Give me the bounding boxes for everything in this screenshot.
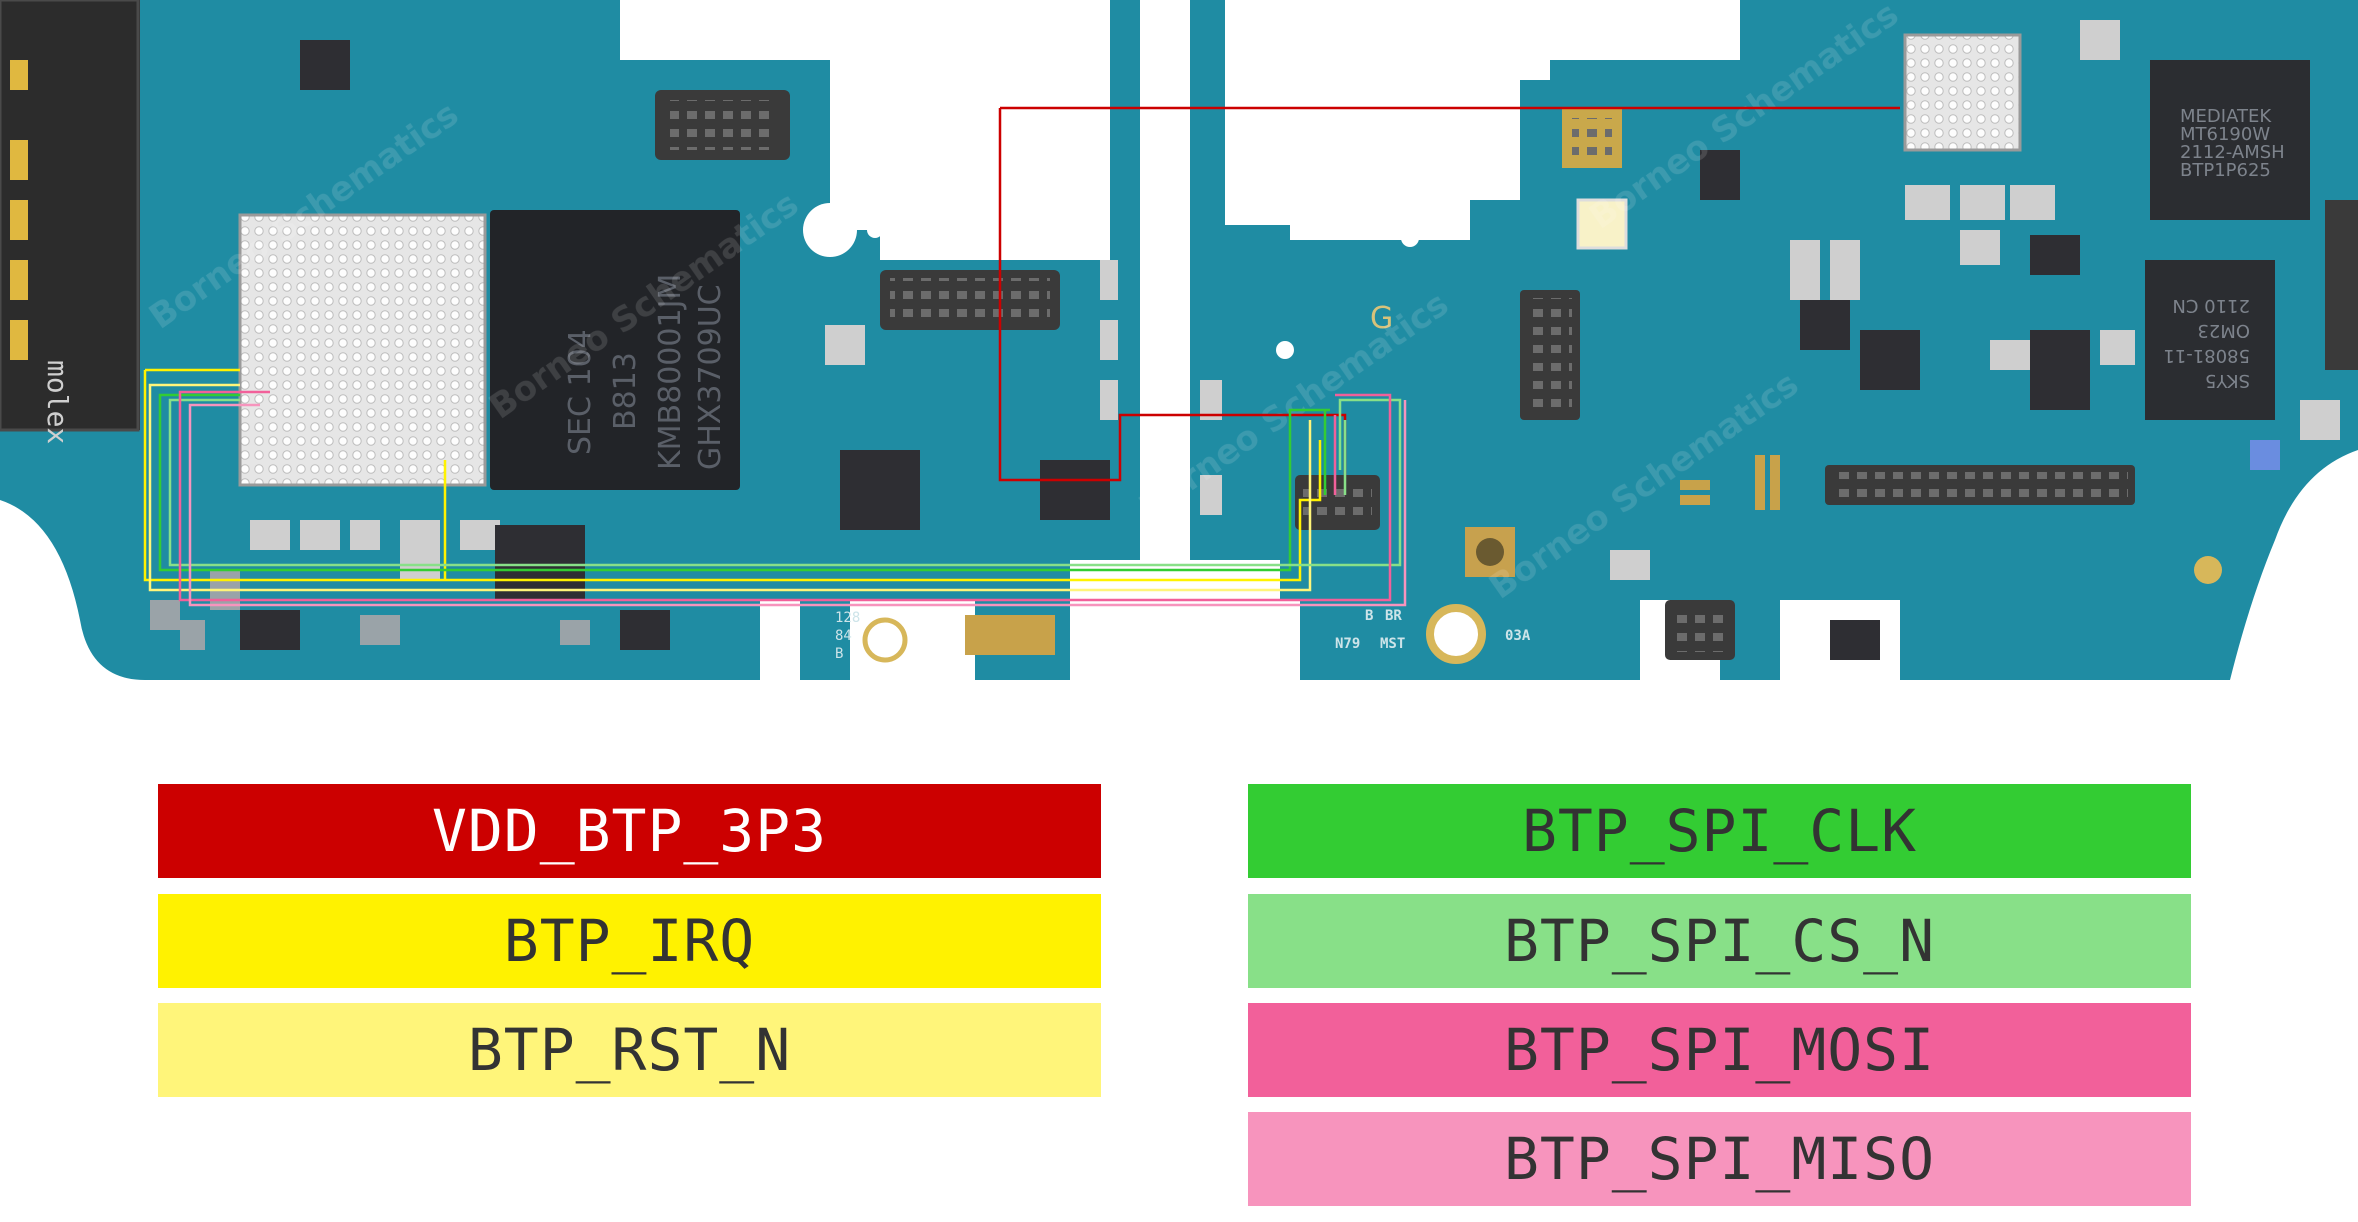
svg-text:OM23: OM23 bbox=[2197, 320, 2250, 341]
legend-label: VDD_BTP_3P3 bbox=[431, 797, 828, 865]
legend-btp-irq: BTP_IRQ bbox=[158, 894, 1101, 988]
svg-text:2110 CN: 2110 CN bbox=[2172, 295, 2250, 316]
legend-btp-spi-clk: BTP_SPI_CLK bbox=[1248, 784, 2191, 878]
svg-text:84: 84 bbox=[835, 628, 852, 644]
signal-traces bbox=[143, 106, 1900, 607]
molex-label: molex bbox=[41, 360, 74, 444]
svg-text:N79: N79 bbox=[1335, 636, 1360, 652]
legend-label: BTP_SPI_MOSI bbox=[1503, 1016, 1936, 1084]
svg-text:BTP1P625: BTP1P625 bbox=[2180, 160, 2271, 181]
legend-label: BTP_RST_N bbox=[467, 1016, 792, 1084]
right-board: MEDIATEK MT6190W 2112-AMSH BTP1P625 SKY5… bbox=[1190, 0, 2358, 680]
svg-text:MST: MST bbox=[1380, 636, 1405, 652]
svg-text:2112-AMSH: 2112-AMSH bbox=[2180, 142, 2285, 163]
legend-btp-spi-miso: BTP_SPI_MISO bbox=[1248, 1112, 2191, 1206]
svg-text:MT6190W: MT6190W bbox=[2180, 124, 2270, 145]
svg-text:GHX3709UC: GHX3709UC bbox=[693, 284, 728, 470]
svg-text:58081-11: 58081-11 bbox=[2163, 345, 2250, 366]
svg-text:MEDIATEK: MEDIATEK bbox=[2180, 106, 2272, 127]
legend-label: BTP_SPI_MISO bbox=[1503, 1125, 1936, 1193]
svg-text:KMB80001JM: KMB80001JM bbox=[653, 274, 688, 470]
legend-vdd-btp-3p3: VDD_BTP_3P3 bbox=[158, 784, 1101, 878]
svg-text:BR: BR bbox=[1385, 608, 1402, 624]
svg-text:B: B bbox=[1365, 608, 1373, 624]
pcb-board-image: molex SEC 104 B813 KMB80001JM GHX3709UC bbox=[0, 0, 2358, 680]
svg-text:B813: B813 bbox=[608, 352, 643, 430]
svg-text:SEC 104: SEC 104 bbox=[563, 329, 598, 455]
legend-btp-rst-n: BTP_RST_N bbox=[158, 1003, 1101, 1097]
legend-btp-spi-mosi: BTP_SPI_MOSI bbox=[1248, 1003, 2191, 1097]
left-board: molex SEC 104 B813 KMB80001JM GHX3709UC bbox=[0, 0, 1140, 680]
legend-label: BTP_SPI_CS_N bbox=[1503, 907, 1936, 975]
svg-text:128: 128 bbox=[835, 610, 860, 626]
svg-text:B: B bbox=[835, 646, 843, 662]
legend-label: BTP_IRQ bbox=[503, 907, 756, 975]
svg-text:G: G bbox=[1370, 301, 1393, 336]
svg-text:SKY5: SKY5 bbox=[2205, 370, 2250, 391]
svg-text:03A: 03A bbox=[1505, 628, 1531, 644]
legend-btp-spi-cs-n: BTP_SPI_CS_N bbox=[1248, 894, 2191, 988]
legend-label: BTP_SPI_CLK bbox=[1521, 797, 1918, 865]
